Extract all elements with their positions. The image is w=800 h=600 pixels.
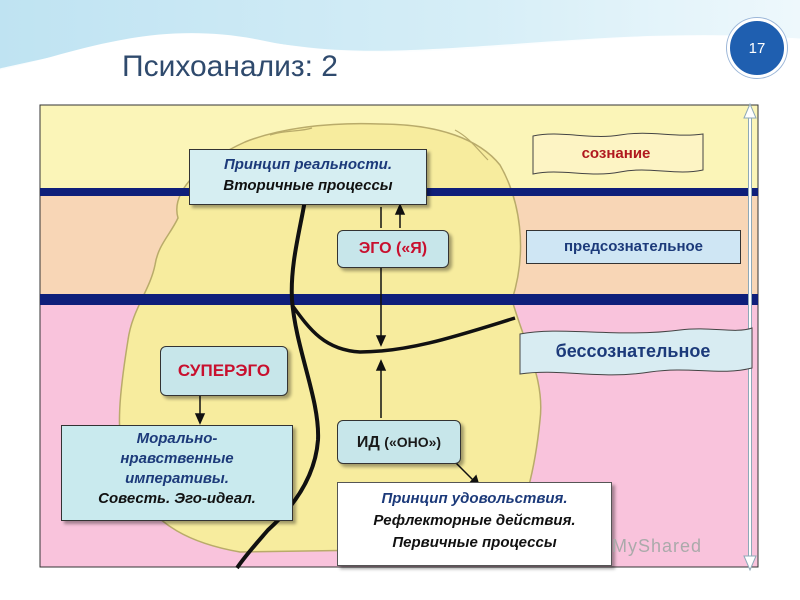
- moral-line4: Совесть. Эго-идеал.: [98, 490, 256, 507]
- barrier-line: [290, 303, 516, 354]
- id-box: ИД («ОНО»): [337, 420, 461, 464]
- pleasure-line2: Рефлекторные действия.: [373, 512, 576, 529]
- repression-line: [235, 199, 321, 570]
- reality-line2: Вторичные процессы: [223, 177, 393, 194]
- unconscious-banner: [519, 327, 753, 376]
- preconscious-label: предсознательное: [526, 230, 741, 264]
- page-number-badge: 17: [727, 18, 787, 78]
- reality-principle-box: Принцип реальности. Вторичные процессы: [189, 149, 427, 205]
- divider-lower: [40, 294, 758, 305]
- superego-box: СУПЕРЭГО: [160, 346, 288, 396]
- connector-arrows: [194, 203, 481, 487]
- conscious-label: сознание: [581, 145, 651, 162]
- reality-line1: Принцип реальности.: [223, 156, 393, 173]
- id-sub: («ОНО»): [384, 434, 442, 450]
- moral-line1: Морально-: [136, 430, 218, 447]
- id-main: ИД: [356, 434, 380, 451]
- pleasure-principle-box: Принцип удовольствия. Рефлекторные дейст…: [337, 482, 612, 566]
- unconscious-label: бессознательное: [555, 341, 711, 361]
- frame-outline: [39, 104, 759, 568]
- blob-detail: [269, 127, 489, 161]
- slide-title: Психоанализ: 2: [122, 50, 338, 83]
- conscious-banner: [532, 132, 704, 175]
- moral-line3: императивы.: [125, 470, 229, 487]
- moral-line2: нравственные: [120, 450, 234, 467]
- wave-highlight: [0, 35, 800, 72]
- top-wave: [0, 0, 800, 70]
- watermark: MyShared: [612, 536, 703, 556]
- pleasure-line1: Принцип удовольствия.: [381, 490, 568, 507]
- pleasure-line3: Первичные процессы: [392, 534, 557, 551]
- ego-box: ЭГО («Я): [337, 230, 449, 268]
- moral-imperatives-box: Морально- нравственные императивы. Совес…: [61, 425, 293, 521]
